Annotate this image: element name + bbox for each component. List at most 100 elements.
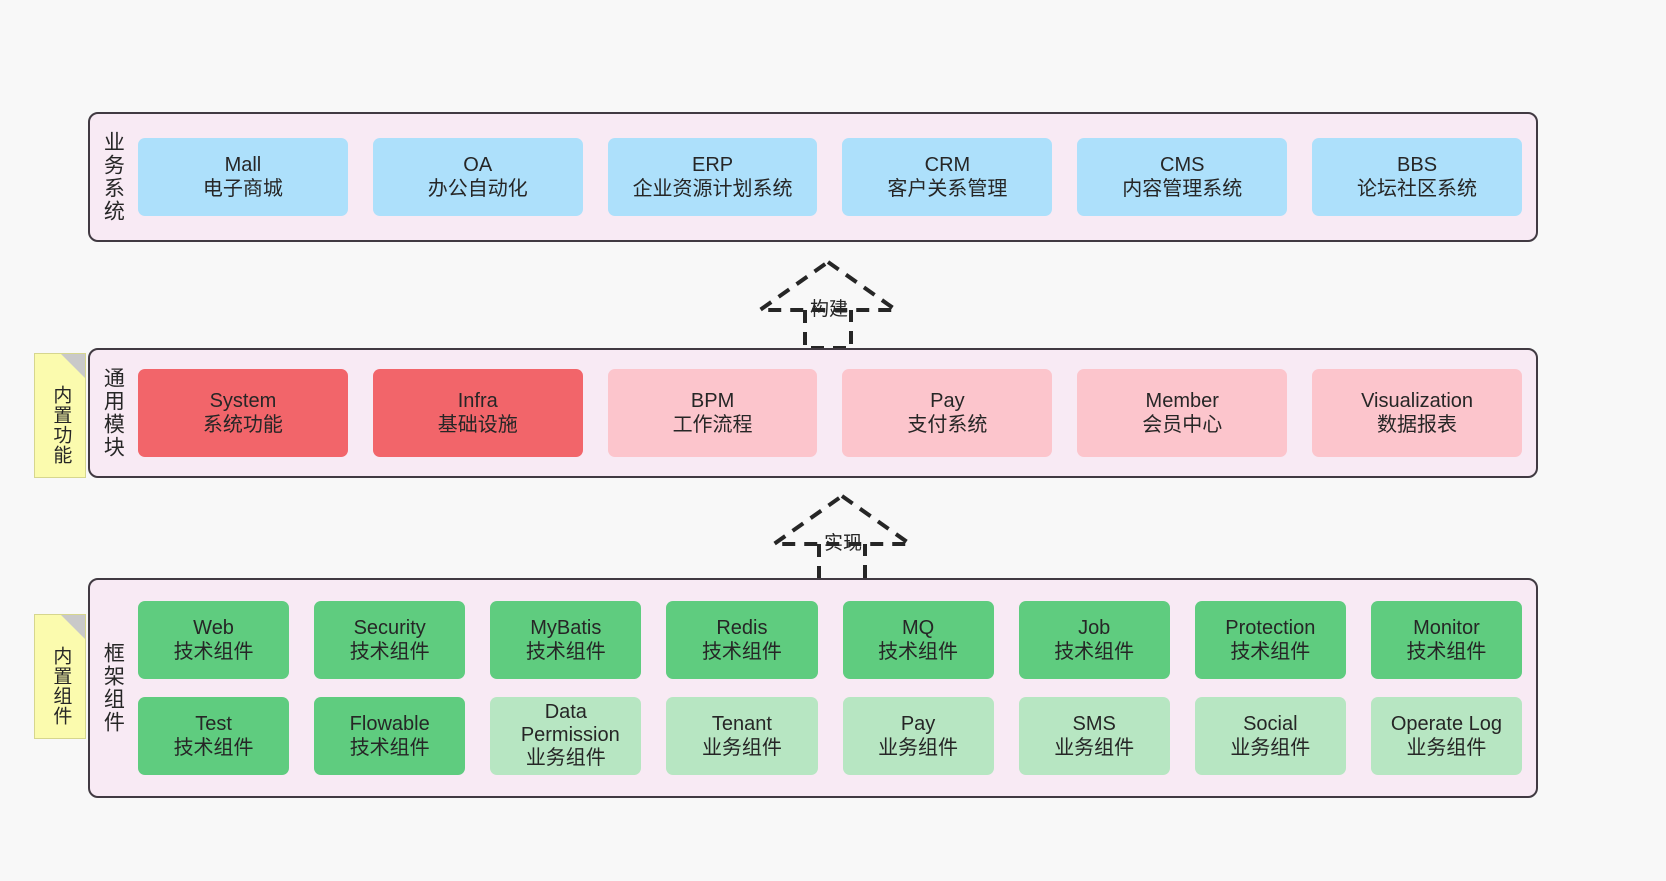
card-title: Pay	[900, 712, 936, 735]
card-pay-component[interactable]: Pay 业务组件	[842, 697, 994, 775]
note-fold-corner-icon	[61, 615, 85, 639]
card-subtitle: 技术组件	[525, 641, 606, 663]
card-mq[interactable]: MQ 技术组件	[842, 601, 994, 679]
layer-business-system: 业务系统 Mall 电子商城 OA 办公自动化 ERP 企业资源计划系统 CRM…	[88, 112, 1538, 242]
card-subtitle: 技术组件	[349, 737, 430, 759]
card-title: BPM	[690, 389, 735, 412]
card-erp[interactable]: ERP 企业资源计划系统	[607, 138, 818, 216]
card-title: CMS	[1160, 153, 1205, 176]
card-subtitle: 技术组件	[878, 641, 959, 663]
card-title: Pay	[930, 389, 965, 412]
card-subtitle: 企业资源计划系统	[632, 178, 793, 200]
card-subtitle: 内容管理系统	[1122, 178, 1243, 200]
card-infra[interactable]: Infra 基础设施	[372, 369, 583, 457]
card-mall[interactable]: Mall 电子商城	[138, 138, 348, 216]
connector-realize: 实现	[762, 492, 922, 584]
card-subtitle: 业务组件	[1054, 737, 1135, 759]
note-builtin-functions: 内置功能	[34, 353, 86, 478]
card-operate-log[interactable]: Operate Log 业务组件	[1370, 697, 1522, 775]
card-title: Mall	[224, 153, 262, 176]
card-row: Web 技术组件 Security 技术组件 MyBatis 技术组件 Redi…	[138, 601, 1522, 679]
layer-title-business-system: 业务系统	[101, 131, 125, 223]
card-subtitle: 技术组件	[349, 641, 430, 663]
layer-body-framework-component: Web 技术组件 Security 技术组件 MyBatis 技术组件 Redi…	[134, 580, 1536, 796]
card-title: Flowable	[349, 712, 430, 735]
card-subtitle: 业务组件	[1406, 737, 1487, 759]
card-title: Job	[1078, 616, 1111, 639]
card-subtitle: 电子商城	[202, 178, 283, 200]
card-title: Protection	[1225, 616, 1316, 639]
card-web[interactable]: Web 技术组件	[138, 601, 290, 679]
card-member[interactable]: Member 会员中心	[1077, 369, 1288, 457]
card-subtitle: 办公自动化	[427, 178, 528, 200]
layer-title-framework-component: 框架组件	[101, 642, 125, 734]
card-subtitle: 支付系统	[907, 414, 988, 436]
note-fold-corner-icon	[61, 354, 85, 378]
card-subtitle: 技术组件	[173, 641, 254, 663]
card-flowable[interactable]: Flowable 技术组件	[314, 697, 466, 775]
card-row: System 系统功能 Infra 基础设施 BPM 工作流程 Pay 支付系统…	[138, 369, 1522, 457]
card-title: OA	[463, 153, 493, 176]
card-title: ERP	[692, 153, 734, 176]
card-subtitle: 会员中心	[1142, 414, 1223, 436]
card-job[interactable]: Job 技术组件	[1018, 601, 1170, 679]
card-subtitle: 技术组件	[701, 641, 782, 663]
card-subtitle: 业务组件	[1230, 737, 1311, 759]
note-label: 内置功能	[50, 384, 72, 465]
card-visualization[interactable]: Visualization 数据报表	[1312, 369, 1522, 457]
card-subtitle: 论坛社区系统	[1357, 178, 1478, 200]
layer-body-business-system: Mall 电子商城 OA 办公自动化 ERP 企业资源计划系统 CRM 客户关系…	[134, 114, 1536, 240]
layer-framework-component: 框架组件 Web 技术组件 Security 技术组件 MyBatis 技术组件…	[88, 578, 1538, 798]
card-title: Data Permission	[520, 701, 620, 746]
connector-realize-label: 实现	[824, 533, 863, 554]
card-bpm[interactable]: BPM 工作流程	[607, 369, 818, 457]
card-row: Mall 电子商城 OA 办公自动化 ERP 企业资源计划系统 CRM 客户关系…	[138, 138, 1522, 216]
card-subtitle: 基础设施	[437, 414, 518, 436]
card-title: System	[209, 389, 277, 412]
card-data-permission[interactable]: Data Permission 业务组件	[490, 697, 642, 775]
card-row: Test 技术组件 Flowable 技术组件 Data Permission …	[138, 697, 1522, 775]
card-oa[interactable]: OA 办公自动化	[372, 138, 583, 216]
card-sms[interactable]: SMS 业务组件	[1018, 697, 1170, 775]
card-mybatis[interactable]: MyBatis 技术组件	[490, 601, 642, 679]
card-cms[interactable]: CMS 内容管理系统	[1077, 138, 1288, 216]
card-title: CRM	[924, 153, 971, 176]
card-system[interactable]: System 系统功能	[138, 369, 348, 457]
card-protection[interactable]: Protection 技术组件	[1194, 601, 1346, 679]
card-security[interactable]: Security 技术组件	[314, 601, 466, 679]
card-bbs[interactable]: BBS 论坛社区系统	[1312, 138, 1522, 216]
card-title: Social	[1243, 712, 1298, 735]
card-subtitle: 客户关系管理	[887, 178, 1008, 200]
card-subtitle: 系统功能	[202, 414, 283, 436]
card-subtitle: 业务组件	[525, 747, 606, 770]
card-test[interactable]: Test 技术组件	[138, 697, 290, 775]
card-title: Operate Log	[1390, 712, 1503, 735]
layer-title-common-module: 通用模块	[101, 367, 125, 459]
layer-body-common-module: System 系统功能 Infra 基础设施 BPM 工作流程 Pay 支付系统…	[134, 350, 1536, 476]
connector-build-label: 构建	[810, 299, 849, 320]
card-title: MyBatis	[530, 616, 602, 639]
card-tenant[interactable]: Tenant 业务组件	[666, 697, 818, 775]
card-pay-module[interactable]: Pay 支付系统	[842, 369, 1053, 457]
card-subtitle: 技术组件	[1054, 641, 1135, 663]
card-monitor[interactable]: Monitor 技术组件	[1370, 601, 1522, 679]
card-title: SMS	[1072, 712, 1116, 735]
card-subtitle: 技术组件	[173, 737, 254, 759]
connector-build: 构建	[748, 258, 908, 350]
card-title: Visualization	[1361, 389, 1474, 412]
card-title: Test	[195, 712, 232, 735]
card-title: Tenant	[711, 712, 772, 735]
card-redis[interactable]: Redis 技术组件	[666, 601, 818, 679]
card-title: Member	[1145, 389, 1219, 412]
note-label: 内置组件	[50, 645, 72, 726]
card-subtitle: 技术组件	[1230, 641, 1311, 663]
card-title: BBS	[1397, 153, 1438, 176]
card-title: Monitor	[1413, 616, 1480, 639]
card-social[interactable]: Social 业务组件	[1194, 697, 1346, 775]
card-subtitle: 工作流程	[672, 414, 753, 436]
note-builtin-components: 内置组件	[34, 614, 86, 739]
card-crm[interactable]: CRM 客户关系管理	[842, 138, 1053, 216]
card-subtitle: 业务组件	[878, 737, 959, 759]
card-subtitle: 业务组件	[701, 737, 782, 759]
card-title: MQ	[901, 616, 935, 639]
